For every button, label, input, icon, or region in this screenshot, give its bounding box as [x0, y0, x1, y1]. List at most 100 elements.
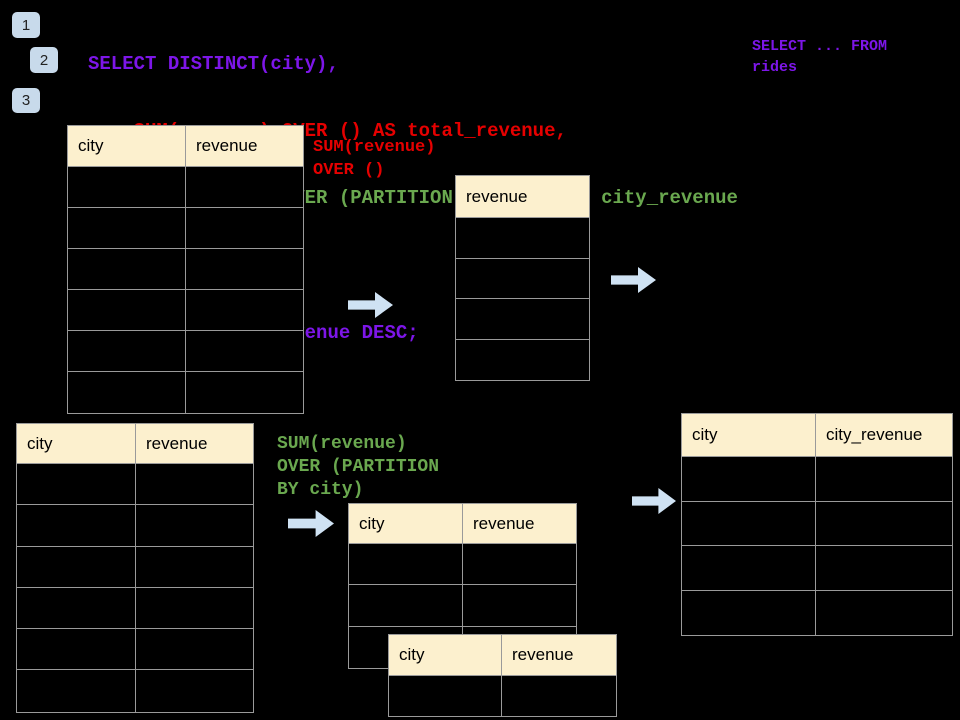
sql-line-select: SELECT DISTINCT(city), [88, 52, 339, 75]
table-cell [349, 585, 463, 626]
table-cell [682, 546, 816, 590]
table-row [389, 676, 616, 716]
table-cell [816, 546, 952, 590]
step-badge-1-label: 1 [21, 16, 31, 34]
column-header: city [68, 126, 186, 166]
table-row [68, 167, 303, 208]
table-cell [186, 290, 303, 330]
table-row [68, 249, 303, 290]
right-arrow-icon [632, 488, 676, 514]
table-cell [17, 464, 136, 505]
table-cell [186, 208, 303, 248]
table-row [456, 340, 589, 381]
table-row [456, 299, 589, 340]
total-window-annotation: SUM(revenue) OVER () [313, 138, 436, 180]
step-badge-3-label: 3 [21, 92, 31, 109]
table-row [17, 587, 253, 630]
step-badge-2: 2 [30, 47, 58, 73]
table-row [682, 457, 952, 502]
column-header: city [17, 424, 136, 463]
table-cell [816, 457, 952, 501]
step-badge-2-label: 2 [39, 51, 49, 69]
table-row [682, 501, 952, 546]
table-row [456, 259, 589, 299]
table-cell [136, 464, 253, 504]
table-cell [68, 208, 186, 248]
table-cell [389, 676, 502, 716]
table-cell [68, 167, 186, 207]
table-cell [186, 372, 303, 413]
table-cell [17, 546, 136, 587]
table-cell [456, 259, 589, 299]
table-row [68, 290, 303, 331]
table-cell [186, 167, 303, 207]
table-row [456, 218, 589, 259]
table-cell [463, 544, 576, 584]
table-cell [682, 501, 816, 545]
table-cell [816, 502, 952, 546]
column-header: revenue [456, 176, 589, 217]
table-total-revenue-result: revenue [455, 175, 590, 381]
column-header: revenue [186, 126, 303, 166]
table-cell [136, 670, 253, 711]
table-row [682, 590, 952, 636]
column-header: revenue [502, 635, 616, 675]
table-row [17, 464, 253, 506]
table-cell [68, 331, 186, 371]
table-row [17, 546, 253, 588]
column-header: city [349, 504, 463, 543]
table-cell [186, 249, 303, 289]
table-row [68, 372, 303, 413]
table-cell [682, 457, 816, 501]
column-header: city [389, 635, 502, 675]
right-arrow-icon [288, 510, 334, 537]
table-cell [17, 670, 136, 712]
table-row [68, 331, 303, 372]
table-cell [186, 331, 303, 371]
table-row [68, 208, 303, 249]
table-cell [456, 340, 589, 381]
table-cell [17, 587, 136, 629]
column-header: revenue [136, 424, 253, 463]
table-cell [682, 590, 816, 635]
table-cell [136, 588, 253, 628]
column-header: revenue [463, 504, 576, 543]
table-cell [68, 372, 186, 413]
step-badge-1: 1 [12, 12, 40, 38]
table-cell [136, 505, 253, 545]
column-header: city_revenue [816, 414, 952, 456]
table-header-row: revenue [456, 176, 589, 218]
step-badge-3: 3 [12, 88, 40, 113]
table-cell [502, 676, 616, 716]
table-cell [463, 585, 576, 625]
table-cell [68, 290, 186, 330]
table-cell [136, 547, 253, 587]
table-row [349, 585, 576, 627]
table-cell [456, 218, 589, 258]
table-cell [456, 299, 589, 339]
partition-window-annotation: SUM(revenue) OVER (PARTITION BY city) [277, 434, 440, 500]
select-from-note: SELECT ... FROM rides [752, 38, 888, 76]
table-cell [68, 249, 186, 289]
table-cell [17, 505, 136, 546]
table-cell [17, 629, 136, 670]
table-row [349, 544, 576, 586]
table-row [17, 629, 253, 671]
table-row [17, 505, 253, 547]
table-cell [136, 629, 253, 669]
table-cell [816, 591, 952, 636]
table-row [682, 546, 952, 591]
table-cell [349, 544, 463, 585]
column-header: city [682, 414, 816, 456]
